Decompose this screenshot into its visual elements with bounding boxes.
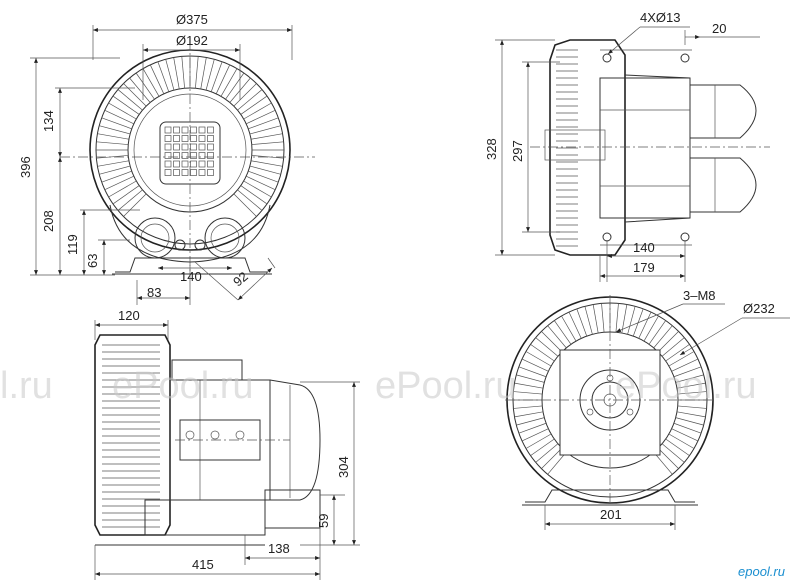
- dim-h208: 208: [41, 210, 56, 232]
- front-grille: [164, 126, 214, 176]
- motor-side-view: 120 304 59 138 415: [94, 308, 360, 580]
- dim-w201: 201: [600, 507, 622, 522]
- rear-view: 3–M8 Ø232 201: [505, 288, 790, 530]
- dim-d375: Ø375: [176, 12, 208, 27]
- dim-w92: 92: [230, 269, 251, 290]
- watermark-3: ePool.ru: [375, 365, 517, 407]
- watermark-4: ePool.ru: [615, 365, 757, 407]
- dim-h328: 328: [484, 138, 499, 160]
- dim-w83: 83: [147, 285, 161, 300]
- front-fins: [96, 56, 284, 217]
- dim-w20: 20: [712, 21, 726, 36]
- watermark-1: l.ru: [0, 365, 53, 407]
- rear-fins: [513, 303, 707, 475]
- side-fins: [556, 49, 578, 247]
- dim-w415: 415: [192, 557, 214, 572]
- dim-h134: 134: [41, 110, 56, 132]
- dim-m8: 3–M8: [683, 288, 716, 303]
- dim-h119: 119: [65, 234, 80, 255]
- site-logo: epool.ru: [738, 564, 785, 579]
- dim-d192: Ø192: [176, 33, 208, 48]
- dim-w120: 120: [118, 308, 140, 323]
- dim-holes: 4XØ13: [640, 10, 680, 25]
- dim-w179: 179: [633, 260, 655, 275]
- dim-h396: 396: [18, 156, 33, 178]
- front-view: Ø375 Ø192 396 134 208 119 63 140 83 92: [18, 12, 315, 305]
- dim-d232: Ø232: [743, 301, 775, 316]
- dim-h297: 297: [510, 140, 525, 162]
- elevation-fins: [102, 344, 160, 528]
- dim-h63: 63: [85, 254, 100, 268]
- side-view: 4XØ13 20 328 297 140 179: [484, 10, 770, 282]
- watermark-2: ePool.ru: [112, 365, 254, 407]
- dim-w138: 138: [268, 541, 290, 556]
- dim-w140-side: 140: [633, 240, 655, 255]
- dim-h59: 59: [316, 514, 331, 528]
- dim-h304: 304: [336, 456, 351, 478]
- dim-w140-front: 140: [180, 269, 202, 284]
